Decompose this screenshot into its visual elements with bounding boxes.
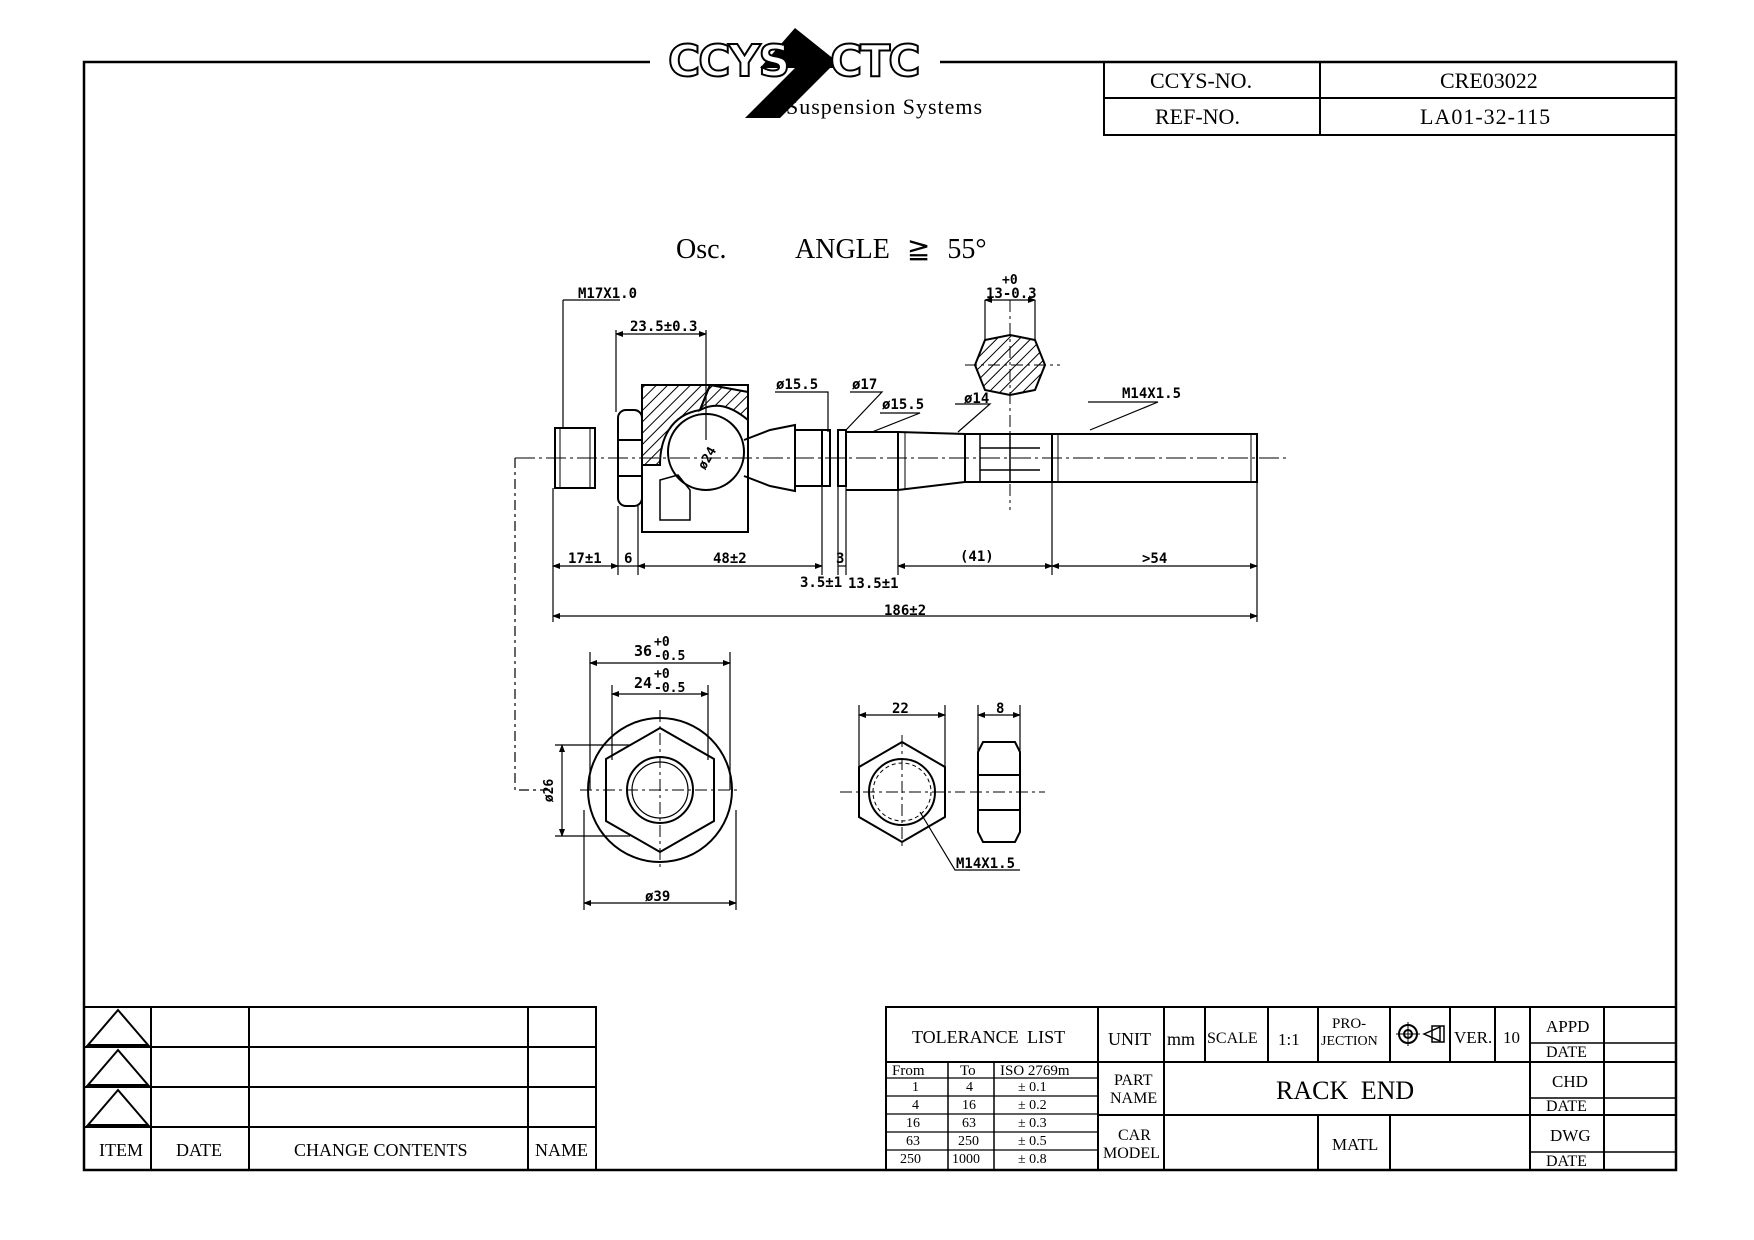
tol-row-3-to: 63	[962, 1116, 976, 1131]
rev-header-item: ITEM	[99, 1140, 143, 1160]
nut-side-view	[970, 741, 1045, 843]
ball-joint-end-view	[580, 710, 740, 870]
title-block-grid	[1103, 61, 1677, 136]
tol-row-1-to: 4	[966, 1080, 973, 1095]
rev-header-name: NAME	[535, 1140, 588, 1160]
dim-24-tol-dn: -0.5	[654, 681, 686, 696]
tol-row-4-to: 250	[958, 1134, 979, 1149]
dim-phi15-5-b: ø15.5	[882, 397, 925, 413]
projection-label-1: PRO-	[1332, 1016, 1367, 1032]
dim-m14-nut: M14X1.5	[956, 856, 1016, 872]
dim-186: 186±2	[884, 603, 927, 619]
tol-row-1-from: 1	[912, 1080, 919, 1095]
dwg-label: DWG	[1550, 1126, 1591, 1145]
car-model-label-1: CAR	[1118, 1127, 1151, 1144]
appd-label: APPD	[1546, 1017, 1590, 1036]
tol-row-4-iso: ± 0.5	[1018, 1134, 1047, 1149]
chd-label: CHD	[1552, 1072, 1588, 1091]
unit-value: mm	[1167, 1029, 1196, 1049]
tol-row-5-to: 1000	[952, 1152, 980, 1167]
dim-6: 6	[624, 551, 633, 567]
dim-hex13-tol: +0	[1002, 273, 1018, 288]
tol-header-to: To	[960, 1063, 976, 1079]
side-view-dimensions	[514, 297, 1258, 791]
dim-22: 22	[892, 701, 909, 717]
dim-13-5: 13.5±1	[848, 576, 899, 592]
dim-3-5: 3.5±1	[800, 575, 843, 591]
tol-row-5-iso: ± 0.8	[1018, 1152, 1047, 1167]
appd-date-label: DATE	[1546, 1044, 1587, 1061]
part-name-value: RACK END	[1276, 1076, 1415, 1105]
dim-54: >54	[1142, 551, 1168, 567]
oscillation-label: Osc.	[676, 234, 727, 265]
tol-header-from: From	[892, 1063, 925, 1079]
rack-end-side-view	[515, 300, 1290, 533]
dim-phi39: ø39	[645, 889, 671, 905]
tol-row-2-iso: ± 0.2	[1018, 1098, 1047, 1113]
dim-48: 48±2	[713, 551, 747, 567]
dim-41: (41)	[960, 549, 994, 565]
ccys-no-value: CRE03022	[1440, 68, 1538, 93]
logo-tagline: Suspension Systems	[786, 94, 984, 119]
tol-row-5-from: 250	[900, 1152, 921, 1167]
dim-phi14: ø14	[964, 391, 990, 407]
tol-row-3-from: 16	[906, 1116, 920, 1131]
ver-value: 10	[1503, 1028, 1520, 1047]
chd-date-label: DATE	[1546, 1098, 1587, 1115]
dim-24: 24	[634, 674, 653, 692]
dim-m14-rod: M14X1.5	[1122, 386, 1182, 402]
scale-label: SCALE	[1207, 1030, 1258, 1047]
part-name-label-2: NAME	[1110, 1090, 1158, 1107]
revision-table-grid	[83, 1006, 597, 1171]
ref-no-label: REF-NO.	[1155, 104, 1240, 129]
dwg-date-label: DATE	[1546, 1153, 1587, 1170]
rev-header-change: CHANGE CONTENTS	[294, 1140, 468, 1160]
tol-row-2-from: 4	[912, 1098, 919, 1113]
car-model-label-2: MODEL	[1103, 1145, 1160, 1162]
dim-36-tol-dn: -0.5	[654, 649, 686, 664]
end-view-dimensions	[555, 652, 737, 910]
dim-m17: M17X1.0	[578, 286, 638, 302]
tolerance-title: TOLERANCE LIST	[912, 1027, 1066, 1047]
nut-dimensions	[858, 705, 1021, 871]
scale-value: 1:1	[1278, 1030, 1300, 1049]
logo-brand-right: CTC	[829, 36, 922, 87]
logo-brand-left: CCYS	[667, 36, 791, 87]
dim-phi17: ø17	[852, 377, 878, 393]
dim-24-tol-up: +0	[654, 667, 670, 682]
company-logo	[745, 28, 845, 118]
dim-36-tol-up: +0	[654, 635, 670, 650]
ccys-no-label: CCYS-NO.	[1150, 68, 1253, 93]
dim-17: 17±1	[568, 551, 602, 567]
dim-hex13: 13-0.3	[986, 286, 1037, 302]
ver-label: VER.	[1454, 1028, 1493, 1047]
dim-3: 3	[836, 551, 845, 567]
projection-label-2: JECTION	[1321, 1034, 1378, 1049]
dim-phi15-5-a: ø15.5	[776, 377, 819, 393]
tol-header-iso: ISO 2769m	[1000, 1063, 1070, 1079]
matl-label: MATL	[1332, 1135, 1379, 1154]
tol-row-2-to: 16	[962, 1098, 976, 1113]
tol-row-4-from: 63	[906, 1134, 920, 1149]
dim-23-5: 23.5±0.3	[630, 319, 698, 335]
rev-header-date: DATE	[176, 1140, 222, 1160]
tol-row-1-iso: ± 0.1	[1018, 1080, 1047, 1095]
ref-no-value: LA01-32-115	[1420, 104, 1552, 129]
oscillation-angle: ANGLE ≧ 55°	[795, 234, 987, 265]
dim-8: 8	[996, 701, 1005, 717]
part-name-label-1: PART	[1114, 1072, 1153, 1089]
tol-row-3-iso: ± 0.3	[1018, 1116, 1047, 1131]
dim-phi26: ø26	[542, 778, 558, 803]
unit-label: UNIT	[1108, 1029, 1151, 1049]
bottom-title-block-grid	[885, 1006, 1677, 1171]
dim-36: 36	[634, 642, 653, 660]
